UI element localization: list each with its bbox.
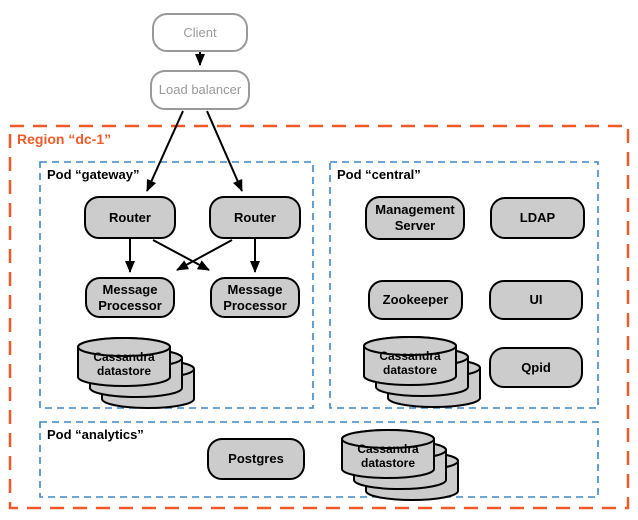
client-node: Client	[152, 13, 248, 52]
ldap-node: LDAP	[490, 197, 585, 239]
pod-central-label: Pod “central”	[337, 167, 421, 182]
arrow-loadbalancer-to-router2	[206, 110, 243, 192]
cassandra-central-stack-icon	[363, 336, 481, 408]
load-balancer-node: Load balancer	[150, 70, 250, 110]
pod-analytics-boundary	[39, 421, 599, 498]
pod-analytics-label: Pod “analytics”	[47, 427, 144, 442]
arrow-router1-to-mp2	[152, 239, 210, 271]
region-dc1-boundary	[8, 124, 630, 510]
postgres-node: Postgres	[207, 438, 305, 480]
region-dc1-label: Region “dc-1”	[17, 131, 112, 147]
cassandra-analytics-label: Cassandra datastore	[357, 442, 419, 470]
pod-central-boundary	[329, 161, 599, 409]
management-server-node: Management Server	[365, 196, 465, 240]
arrow-router2-to-mp1	[176, 239, 233, 271]
router-2-node: Router	[209, 196, 301, 239]
qpid-node: Qpid	[489, 347, 583, 388]
cassandra-central-label: Cassandra datastore	[379, 349, 441, 377]
message-processor-1-node: Message Processor	[85, 277, 175, 318]
arrow-loadbalancer-to-router1	[146, 110, 184, 192]
cassandra-analytics-stack-icon	[341, 429, 459, 501]
cassandra-gateway-stack-icon	[77, 337, 195, 409]
zookeeper-node: Zookeeper	[368, 280, 463, 320]
pod-gateway-boundary	[39, 161, 314, 409]
ui-node: UI	[489, 280, 583, 320]
router-1-node: Router	[84, 196, 176, 239]
message-processor-2-node: Message Processor	[210, 277, 300, 318]
cassandra-gateway-label: Cassandra datastore	[93, 350, 155, 378]
pod-gateway-label: Pod “gateway”	[47, 167, 140, 182]
